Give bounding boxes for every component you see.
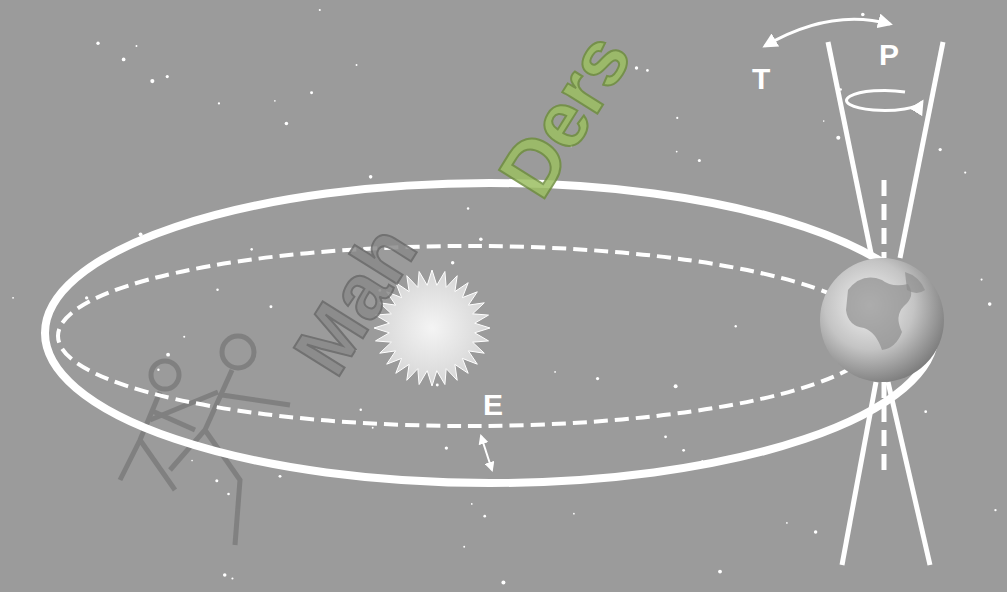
eccentricity-label: E [483, 390, 503, 420]
star [501, 581, 505, 585]
star [191, 460, 193, 462]
star [483, 515, 486, 518]
star [718, 570, 722, 574]
star [356, 64, 358, 66]
star [554, 371, 556, 373]
star [250, 248, 253, 251]
star [735, 325, 737, 327]
star [467, 207, 469, 209]
star [279, 475, 282, 478]
star [646, 69, 649, 72]
watermark-figures [120, 336, 290, 545]
star [135, 45, 137, 47]
star [786, 522, 788, 524]
star [682, 449, 685, 452]
star [216, 289, 219, 292]
star [939, 148, 942, 151]
star [596, 377, 599, 380]
star [183, 336, 185, 338]
star [269, 305, 272, 308]
star [676, 117, 678, 119]
star [823, 120, 825, 122]
star [372, 427, 374, 429]
eccentricity-arrow [481, 436, 492, 470]
star [122, 58, 126, 62]
watermark: Ders [486, 21, 644, 209]
star [981, 279, 983, 281]
star [319, 9, 321, 11]
star [231, 577, 233, 579]
star [451, 261, 454, 264]
star [359, 409, 362, 412]
precession-arrow [846, 90, 922, 110]
tilt-arrow [765, 19, 890, 46]
precession-label: P [879, 40, 899, 70]
star [223, 573, 227, 577]
star [150, 79, 154, 83]
star [698, 159, 701, 162]
star [157, 369, 159, 371]
tilt-label: T [752, 64, 770, 94]
star [310, 91, 313, 94]
earth [820, 258, 944, 382]
star [964, 171, 966, 173]
star [285, 122, 289, 126]
star [994, 509, 996, 511]
star [12, 297, 14, 299]
star [218, 102, 220, 104]
star [471, 503, 473, 505]
star-field [12, 9, 996, 585]
star [836, 136, 840, 140]
star [274, 100, 276, 102]
star [988, 302, 992, 306]
circular-orbit [58, 246, 878, 426]
star [674, 384, 678, 388]
star [445, 446, 448, 449]
star [676, 151, 678, 153]
star [166, 353, 170, 357]
star [436, 384, 439, 387]
star [369, 175, 373, 179]
star [664, 435, 667, 438]
star [924, 410, 927, 413]
star [85, 296, 88, 299]
star [166, 75, 169, 78]
star [814, 530, 817, 533]
star [861, 13, 865, 17]
star [215, 479, 218, 482]
star [573, 513, 575, 515]
elliptical-orbit [45, 183, 935, 483]
star [479, 238, 483, 242]
star [96, 42, 99, 45]
star [227, 493, 230, 496]
star [463, 546, 465, 548]
